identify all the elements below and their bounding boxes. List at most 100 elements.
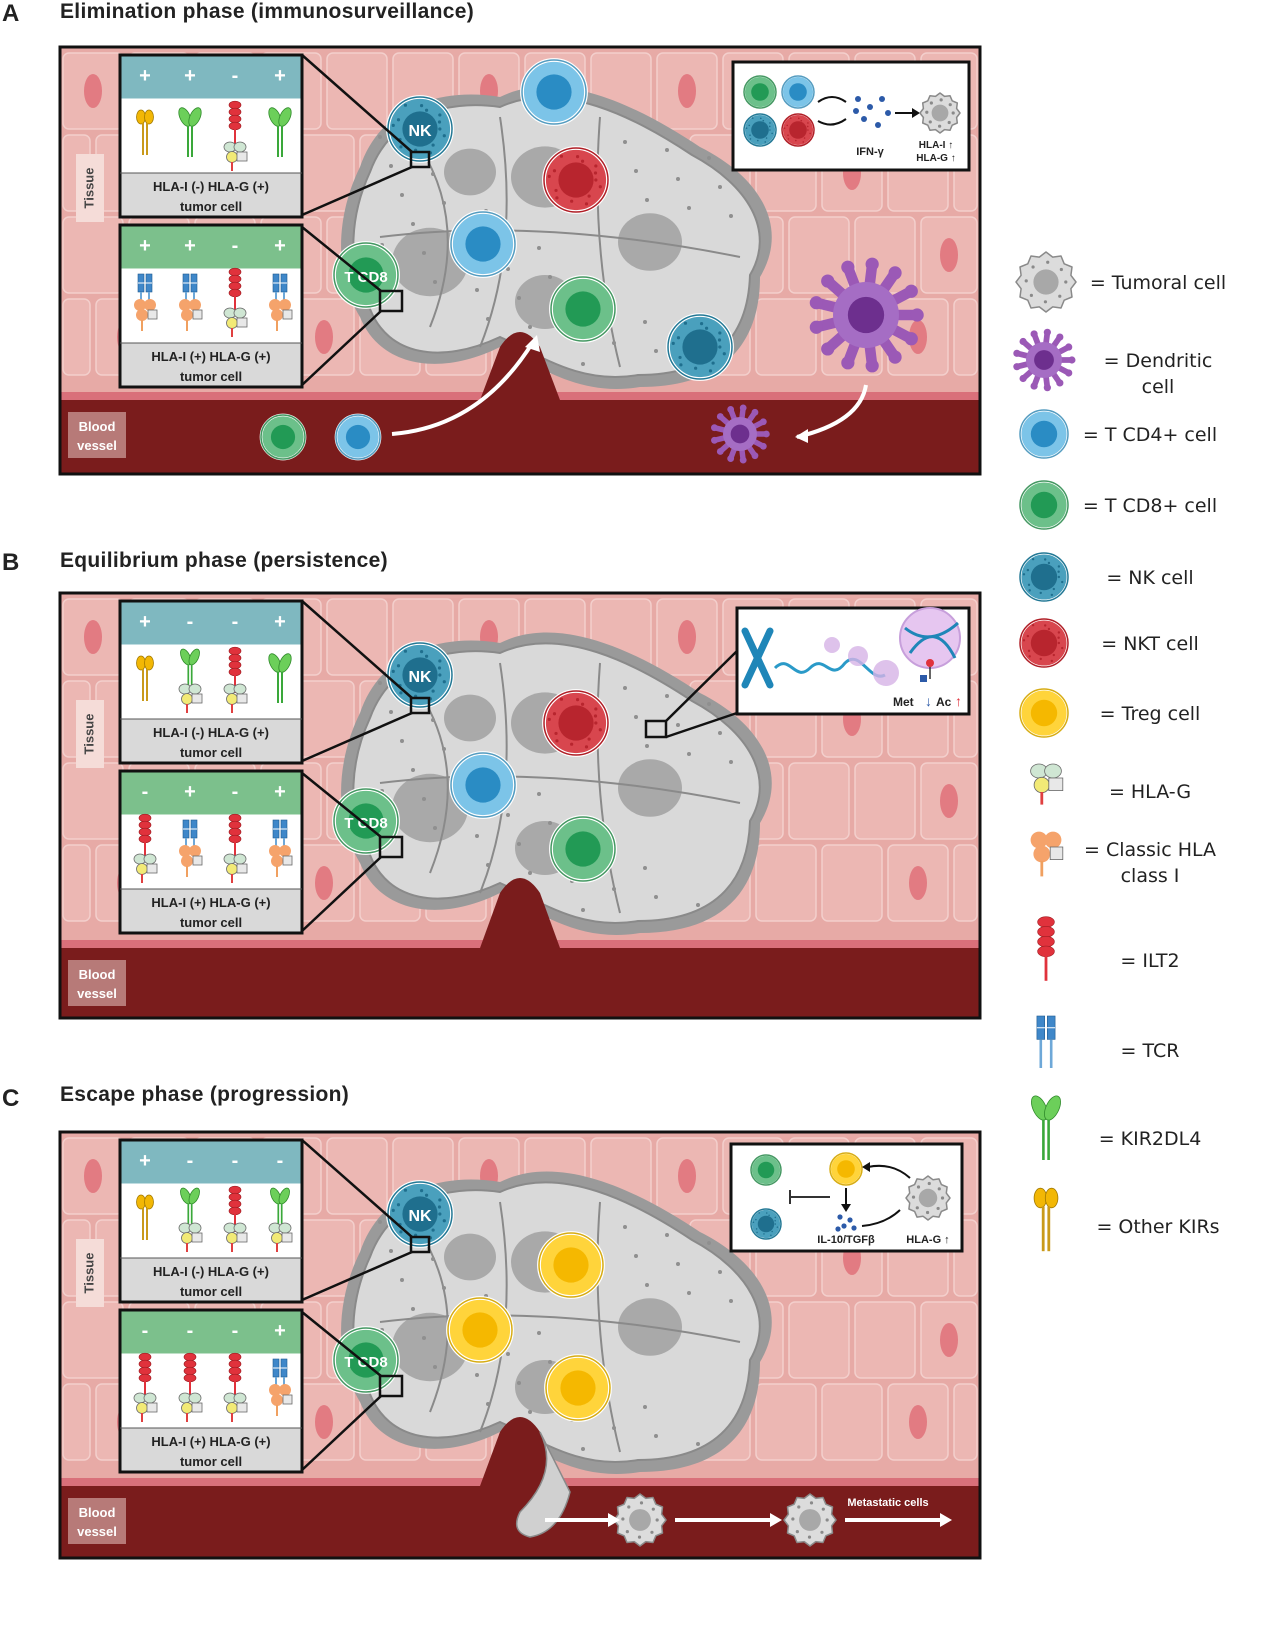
tumor-granule [676,177,680,181]
tumor-granule [517,842,521,846]
metastatic-cells-label: Metastatic cells [847,1497,928,1509]
cytokine-dot [847,1217,853,1223]
tissue-cell [953,1383,978,1461]
tumor-granule [687,206,691,210]
connector-line [301,54,413,153]
connector-line [301,772,382,838]
interaction-sign: + [274,611,286,633]
panel-a-letter: A [2,0,20,27]
classic-hla-icon [179,845,203,877]
tumor-granule [475,1373,479,1377]
interaction-sign: + [274,235,286,257]
hla-g-icon [223,141,248,171]
hla-g-icon [223,683,248,713]
tumor-granule [665,1233,669,1237]
ilt2-icon [228,100,242,147]
tumor-nucleus [392,773,468,843]
tissue-cell [953,844,978,922]
inset-arrow [861,1209,901,1227]
t-cd4-cell-icon [1018,408,1070,460]
tissue-cell [953,298,978,376]
inset-nk-cell [750,1208,782,1240]
tumor-granule [623,1225,627,1229]
tumor-granule [486,863,490,867]
other-kirs-icon [136,1194,154,1240]
interaction-sign: - [187,611,194,633]
interaction-sign: + [184,235,196,257]
tumor-granule [718,185,722,189]
zoom-box-caption-line1: HLA-I (+) HLA-G (+) [151,1434,270,1449]
inset-tumor-cell [919,92,961,134]
zoom-box-top: +--+HLA-I (-) HLA-G (+)tumor cell [118,599,304,765]
zoom-box-caption-line1: HLA-I (-) HLA-G (+) [153,1264,269,1279]
tissue-label: Tissue [81,1253,96,1294]
arrowhead [608,1513,620,1527]
tumor-cell-border [379,229,741,258]
panel-a-title: Elimination phase (immunosurveillance) [60,0,474,23]
met-label: Met [893,695,914,709]
tumor-granule [718,731,722,735]
metastatic-tumor-cell [613,1493,667,1547]
tumor-granule [400,1278,404,1282]
tissue-nucleus [940,238,958,272]
zoom-square-nk [409,1235,431,1254]
cytokine-dot [853,108,859,114]
tumor-mass [341,632,772,935]
zoom-box-caption-bg [121,343,301,386]
zoom-box-caption-line1: HLA-I (+) HLA-G (+) [151,349,270,364]
chromosome-icon [741,627,774,689]
interaction-sign: + [184,65,196,87]
kir2dl4-icon [268,653,292,703]
zoom-box-caption-line1: HLA-I (-) HLA-G (+) [153,179,269,194]
cytokine-dot [835,1226,841,1232]
tissue-nucleus [678,74,696,108]
kir2dl4-legend-label: = KIR2DL4 [1080,1126,1220,1152]
tissue-cell [62,298,91,376]
tissue-label-box [76,1239,104,1307]
cytokine-dot [879,96,885,102]
connector-line [301,1311,382,1377]
nkt-cell [542,146,610,214]
tumor-granule [378,135,382,139]
tumor-granule [389,710,393,714]
ilt2-icon [138,813,152,860]
tumor-granule [643,320,647,324]
inset-arrow [817,118,847,126]
vessel-label-line2: vessel [77,438,117,453]
classic-hla-icon [269,1384,293,1416]
vessel-label-box [68,412,126,458]
tumor-granule [475,288,479,292]
zoom-box-bottom: -+-+HLA-I (+) HLA-G (+)tumor cell [118,769,304,935]
other-kirs-icon [136,655,154,701]
other-kirs-icon [1033,1187,1059,1252]
zoom-box-caption-line2: tumor cell [180,199,242,214]
tissue-nucleus [940,1323,958,1357]
interaction-sign: - [277,1150,284,1172]
inset-nk-cell [743,113,777,147]
tissue-cell [788,1301,850,1379]
interaction-sign: + [139,1150,151,1172]
zoom-box-caption-bg [121,889,301,932]
zoom-box-caption-line2: tumor cell [180,1284,242,1299]
interaction-sign: + [139,235,151,257]
tissue-nucleus [909,320,927,354]
panel-c-letter: C [2,1085,20,1112]
tumor-granule [537,246,541,250]
zoom-box-cell-surface [121,56,301,99]
cytokine-dot [861,116,867,122]
zoom-box-caption-bg [121,1428,301,1471]
interaction-sign: - [142,781,149,803]
tissue-nucleus [315,866,333,900]
other-kirs-icon [136,109,154,155]
ilt2-icon [1037,916,1055,981]
tissue-cell [788,216,850,294]
inset-t-cd8-cell [743,75,777,109]
legend-label-line: = Dendritic cell [1103,350,1213,398]
tissue-cell [788,762,850,840]
interaction-sign: + [139,65,151,87]
interaction-sign: - [232,235,239,257]
tissue-cell [62,762,124,840]
tumor-granule [431,718,435,722]
tumor-granule [612,341,616,345]
cytokine-dot [855,96,861,102]
